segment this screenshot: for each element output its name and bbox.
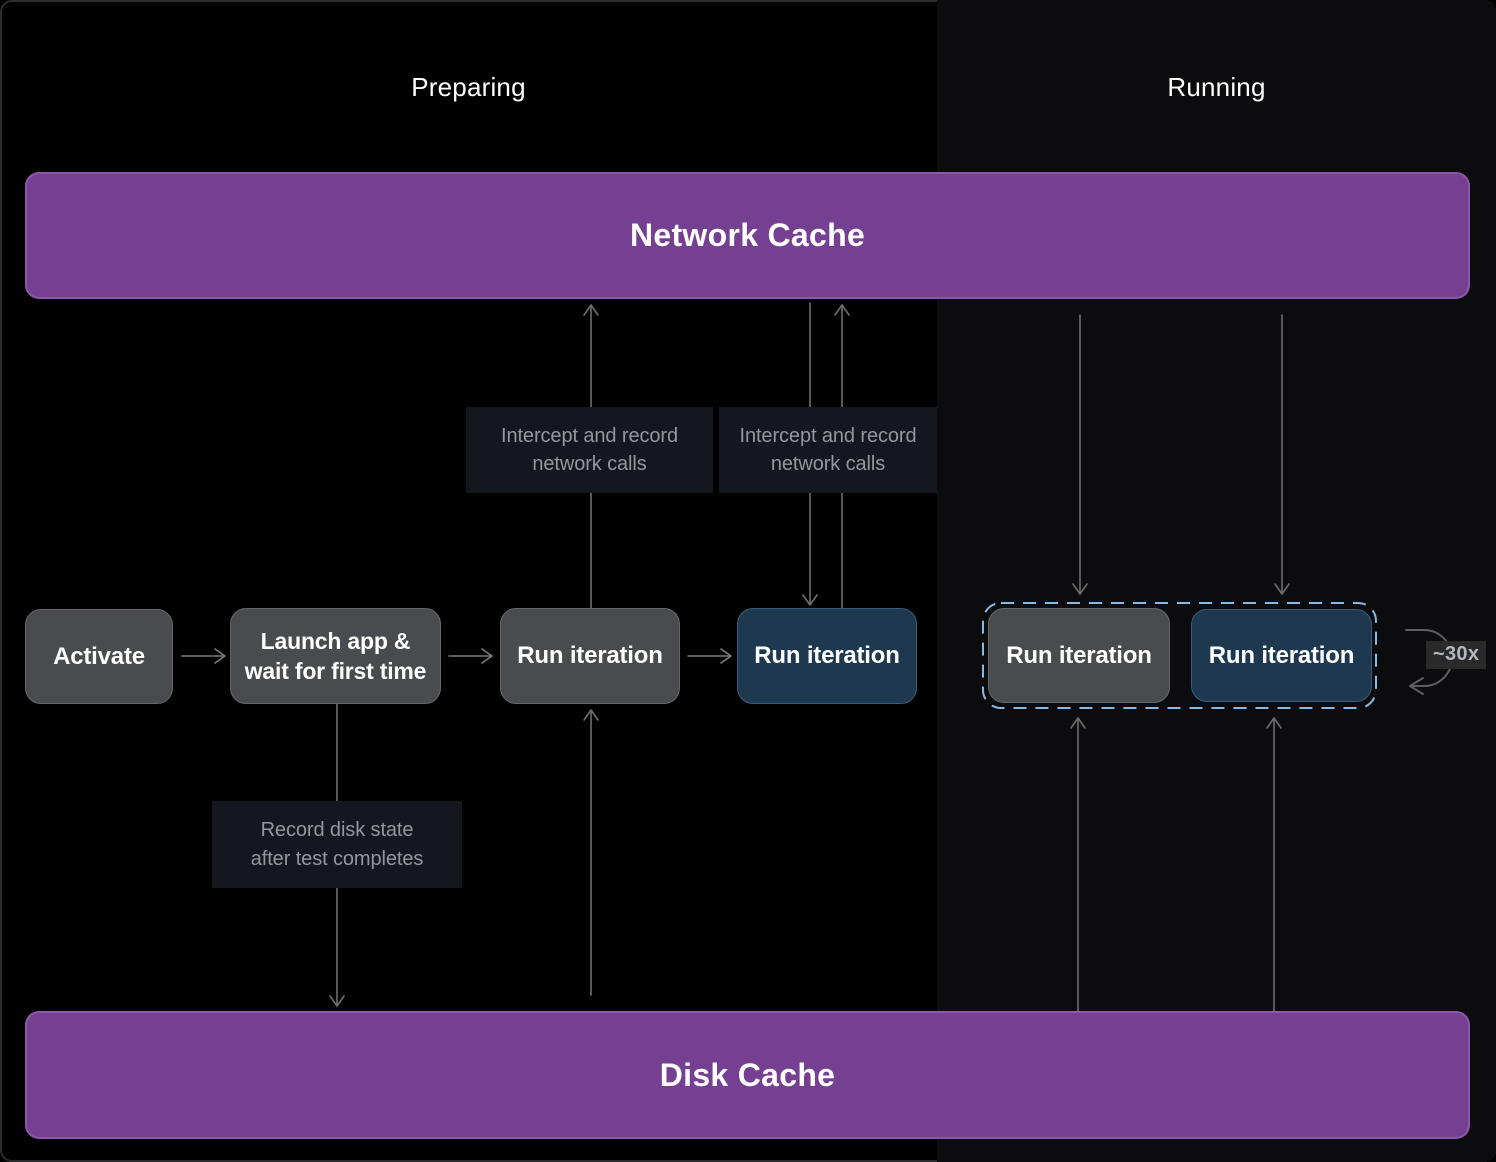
label-intercept-network-calls-1: Intercept and record network calls bbox=[466, 407, 713, 493]
arrowhead-up-2 bbox=[834, 304, 850, 316]
network-cache-label: Network Cache bbox=[629, 217, 866, 253]
running-group-dashed-outline bbox=[982, 602, 1377, 709]
node-run-iteration-running-disk: Run iteration bbox=[988, 608, 1170, 703]
disk-cache-label: Disk Cache bbox=[659, 1056, 836, 1093]
node-launch-app: Launch app & wait for first time bbox=[230, 608, 441, 704]
node-label: Run iteration bbox=[754, 642, 900, 669]
arrowhead-up-3 bbox=[583, 709, 599, 721]
node-label: Run iteration bbox=[1006, 641, 1152, 669]
arrowhead-down-3 bbox=[1072, 583, 1088, 595]
label-line: Record disk state bbox=[260, 819, 414, 842]
label-line: network calls bbox=[770, 453, 886, 475]
node-label: Run iteration bbox=[517, 642, 663, 669]
label-line: network calls bbox=[532, 453, 647, 475]
arrowhead-right-1 bbox=[214, 648, 226, 664]
label-line: Intercept and record bbox=[501, 424, 678, 447]
node-label-line: Launch app & bbox=[260, 627, 411, 654]
arrowhead-down-1 bbox=[802, 594, 818, 606]
arrowhead-right-3 bbox=[720, 648, 732, 664]
arrowhead-up-1 bbox=[583, 304, 599, 316]
node-label: Activate bbox=[53, 642, 145, 670]
node-run-iteration-running-network: Run iteration bbox=[1191, 609, 1372, 702]
label-line: after test completes bbox=[250, 847, 424, 870]
label-line: Intercept and record bbox=[739, 424, 917, 447]
label-record-disk-state: Record disk state after test completes bbox=[212, 801, 462, 888]
arrowhead-up-4 bbox=[1070, 717, 1086, 729]
arrowhead-up-5 bbox=[1266, 717, 1282, 729]
loop-count-label: ~30x bbox=[1433, 643, 1480, 665]
node-activate: Activate bbox=[25, 609, 173, 704]
arrowhead-right-2 bbox=[481, 648, 493, 664]
loop-arrowhead bbox=[1409, 677, 1424, 695]
node-run-iteration-prep-record: Run iteration bbox=[500, 608, 680, 704]
section-header-preparing: Preparing bbox=[411, 72, 526, 102]
node-label-line: wait for first time bbox=[244, 658, 427, 684]
arrowhead-down-2 bbox=[329, 995, 345, 1007]
running-iteration-loop-group: Run iteration Run iteration bbox=[982, 602, 1377, 709]
network-cache-bar: Network Cache bbox=[25, 172, 1470, 299]
node-run-iteration-prep-replay: Run iteration bbox=[737, 608, 917, 704]
node-label: Run iteration bbox=[1208, 641, 1355, 669]
label-intercept-network-calls-2: Intercept and record network calls bbox=[719, 407, 937, 493]
section-header-running: Running bbox=[1167, 72, 1266, 102]
disk-cache-bar: Disk Cache bbox=[25, 1011, 1470, 1139]
loop-count-badge: ~30x bbox=[1426, 641, 1487, 669]
arrowhead-down-4 bbox=[1274, 583, 1290, 595]
